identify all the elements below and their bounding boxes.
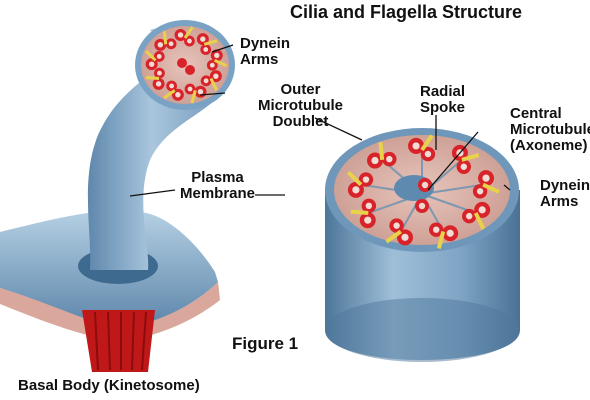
cylinder-doublet-a-lumen [446, 229, 454, 237]
label-basal-body: Basal Body (Kinetosome) [18, 377, 200, 394]
tube-doublet-b-lumen [209, 62, 215, 68]
label-line: Microtubule [510, 121, 590, 138]
tube-doublet-b-lumen [203, 78, 209, 84]
cylinder-doublet-b-lumen [460, 163, 467, 170]
dynein-arm [350, 209, 369, 215]
label-line: Dynein [240, 35, 291, 52]
cylinder-doublet-b-lumen [476, 188, 484, 195]
tube-doublet-b-lumen [157, 70, 162, 76]
label-line: Membrane [180, 185, 256, 202]
tube-doublet-b-lumen [168, 41, 174, 47]
dynein-arm [162, 31, 168, 45]
cylinder-doublet-b-lumen [466, 212, 473, 220]
central-microtubule-pair [394, 175, 434, 213]
label-line: Dynein [540, 177, 590, 194]
tube-doublet-b-lumen [203, 47, 209, 52]
tube-doublet-a-lumen [155, 81, 162, 87]
dynein-arm [163, 89, 176, 100]
label-dynein-arms-left: Dynein Arms [240, 36, 290, 68]
cylinder-doublet-a-lumen [401, 233, 409, 241]
tube-doublet-a-lumen [177, 32, 184, 38]
cylinder-doublet-b-lumen [386, 155, 393, 163]
tube-doublet-b-lumen [187, 38, 192, 44]
tube-doublet-a-lumen [148, 61, 155, 67]
tube-central-b [185, 65, 195, 75]
diagram-title: Cilia and Flagella Structure [290, 2, 523, 22]
dynein-arm [203, 39, 218, 46]
label-plasma-membrane: Plasma Membrane [180, 170, 255, 202]
cylinder-doublet-a-lumen [352, 186, 360, 194]
dynein-arm [461, 153, 480, 162]
dynein-arm [378, 142, 385, 161]
label-line: Arms [540, 193, 579, 210]
tube-doublets [144, 26, 228, 104]
dynein-arm [420, 134, 434, 152]
figure-caption: Figure 1 [232, 334, 299, 353]
tube-doublet-a-lumen [213, 73, 219, 79]
dynein-arm [436, 230, 446, 250]
cylinder-doublet-a-lumen [364, 216, 372, 224]
label-line: Plasma [191, 169, 244, 186]
label-outer-doublet: Outer Microtubule Doublet [258, 82, 343, 130]
label-line: Radial [420, 83, 466, 100]
tube-central-a [177, 58, 187, 68]
cylinder-doublet-a-lumen [412, 142, 420, 150]
basal-body [82, 310, 155, 372]
label-line: Outer [280, 81, 321, 98]
label-line: Central [510, 105, 562, 122]
label-radial-spoke: Radial Spoke [420, 84, 465, 116]
label-line: Microtubule [258, 97, 343, 114]
dynein-arm [144, 50, 157, 62]
label-line: Arms [240, 51, 279, 68]
dynein-arm [145, 75, 160, 80]
dynein-arm [190, 89, 197, 104]
dynein-arm [213, 58, 228, 68]
label-dynein-arms-right: Dynein Arms [540, 178, 590, 210]
dynein-arm [346, 170, 363, 187]
tube-doublet-a-lumen [157, 42, 164, 48]
tube-doublet-b-lumen [156, 54, 162, 59]
cylinder-doublet-b-lumen [424, 150, 432, 158]
tube-doublet-a-lumen [214, 52, 220, 59]
leader-lines [129, 44, 511, 197]
dynein-arm [473, 212, 486, 230]
tube-doublet-a-lumen [200, 36, 206, 42]
label-central-microtubule: Central Microtubule (Axoneme) [510, 106, 590, 154]
cylinder-doublet-a-lumen [482, 174, 490, 182]
cylinder-doublet-b-lumen [393, 222, 400, 229]
cylinder-doublet-a-lumen [371, 156, 379, 165]
label-line: Spoke [420, 99, 466, 116]
cylinder-doublet-b-lumen [362, 176, 370, 183]
dynein-arm [385, 229, 402, 244]
dynein-arm [209, 77, 219, 92]
tube-doublet-a-lumen [175, 92, 181, 98]
cylinder-doublet-b-lumen [365, 202, 373, 210]
cylinder-doublet-b-lumen [433, 226, 440, 233]
tube-doublet-b-lumen [187, 86, 193, 92]
dynein-arm [482, 182, 500, 194]
tube-doublet-a-lumen [197, 89, 204, 95]
label-line: Doublet [272, 113, 329, 130]
dynein-arm [183, 26, 194, 39]
label-line: (Axoneme) [510, 137, 588, 154]
cylinder-doublet-a-lumen [478, 206, 486, 214]
tube-doublet-b-lumen [169, 83, 174, 89]
